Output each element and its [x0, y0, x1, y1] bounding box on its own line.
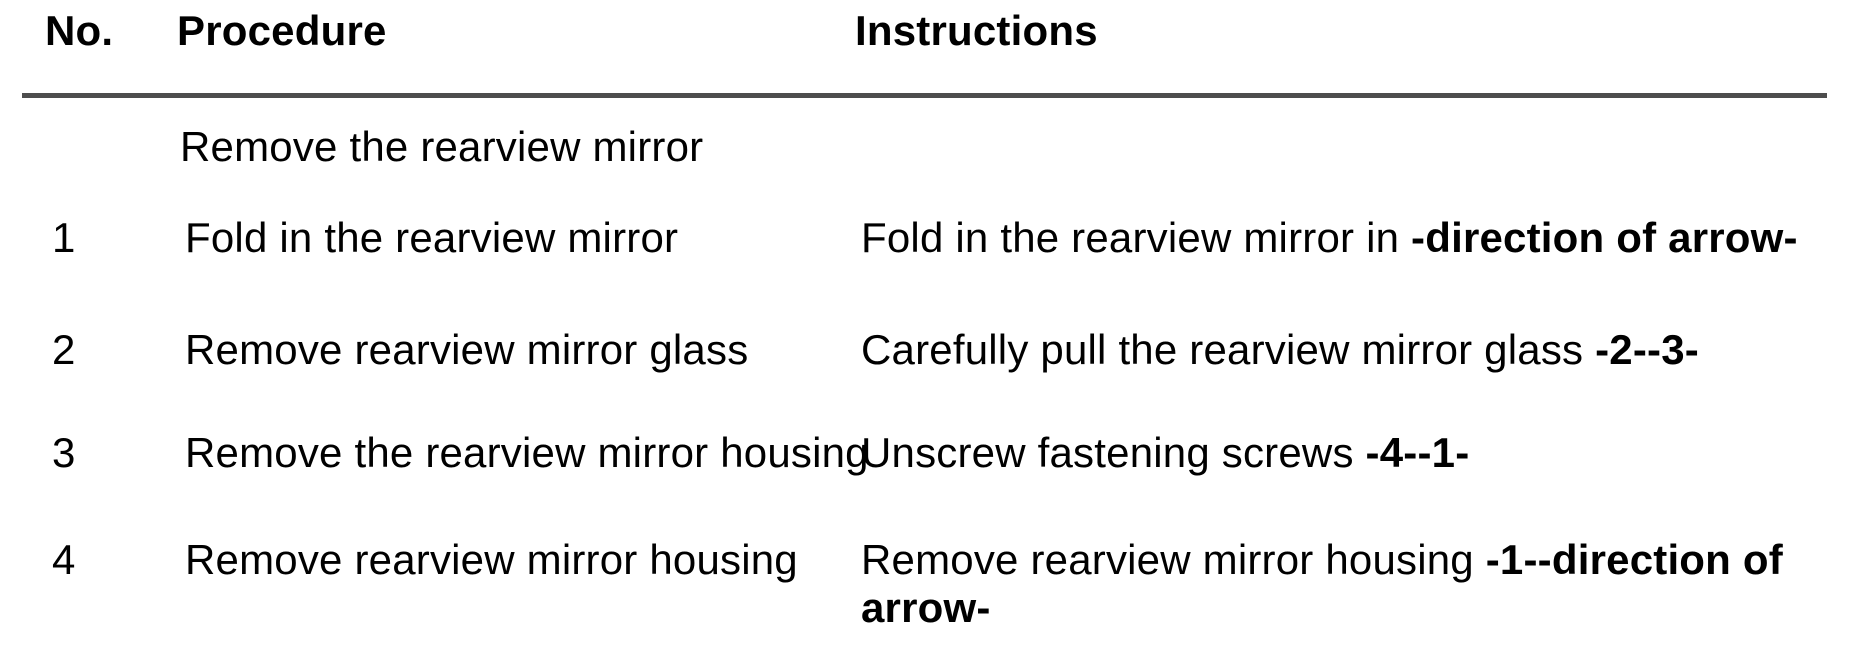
col-header-instructions: Instructions	[855, 7, 1098, 54]
row-number: 3	[52, 429, 76, 476]
instruction-text: Fold in the rearview mirror in	[861, 214, 1412, 261]
instruction-cell: Unscrew fastening screws -4--1-	[855, 429, 1805, 477]
instruction-bold: -1--direction of arrow-	[861, 536, 1783, 631]
instruction-cell: Carefully pull the rearview mirror glass…	[855, 326, 1805, 374]
table-row: 1 Fold in the rearview mirror Fold in th…	[45, 214, 1860, 262]
row-number: 4	[52, 536, 76, 583]
instruction-bold: -4--1-	[1365, 429, 1470, 476]
col-header-no: No.	[45, 7, 114, 54]
row-number: 1	[52, 214, 76, 261]
table-row: 4 Remove rearview mirror housing Remove …	[45, 536, 1860, 632]
col-header-procedure: Procedure	[177, 7, 387, 54]
procedure-cell: Remove rearview mirror glass	[185, 326, 749, 373]
instruction-text: Unscrew fastening screws	[861, 429, 1366, 476]
instruction-text: Remove rearview mirror housing	[861, 536, 1486, 583]
section-title: Remove the rearview mirror	[180, 123, 704, 170]
section-no-cell	[45, 123, 177, 171]
instruction-bold: -direction of arrow-	[1411, 214, 1798, 261]
table-row: 3 Remove the rearview mirror housing Uns…	[45, 429, 1860, 477]
row-number: 2	[52, 326, 76, 373]
instruction-cell: Fold in the rearview mirror in -directio…	[855, 214, 1805, 262]
table-header-row: No. Procedure Instructions	[45, 0, 1860, 52]
section-row: Remove the rearview mirror	[45, 123, 1860, 171]
header-divider	[22, 93, 1827, 98]
procedure-cell: Remove the rearview mirror housing	[185, 429, 869, 476]
procedure-cell: Fold in the rearview mirror	[185, 214, 679, 261]
procedure-cell: Remove rearview mirror housing	[185, 536, 798, 583]
section-instructions-cell	[855, 123, 1805, 171]
instruction-cell: Remove rearview mirror housing -1--direc…	[855, 536, 1805, 632]
table-row: 2 Remove rearview mirror glass Carefully…	[45, 326, 1860, 374]
instruction-bold: -2--3-	[1595, 326, 1699, 373]
instruction-text: Carefully pull the rearview mirror glass	[861, 326, 1596, 373]
